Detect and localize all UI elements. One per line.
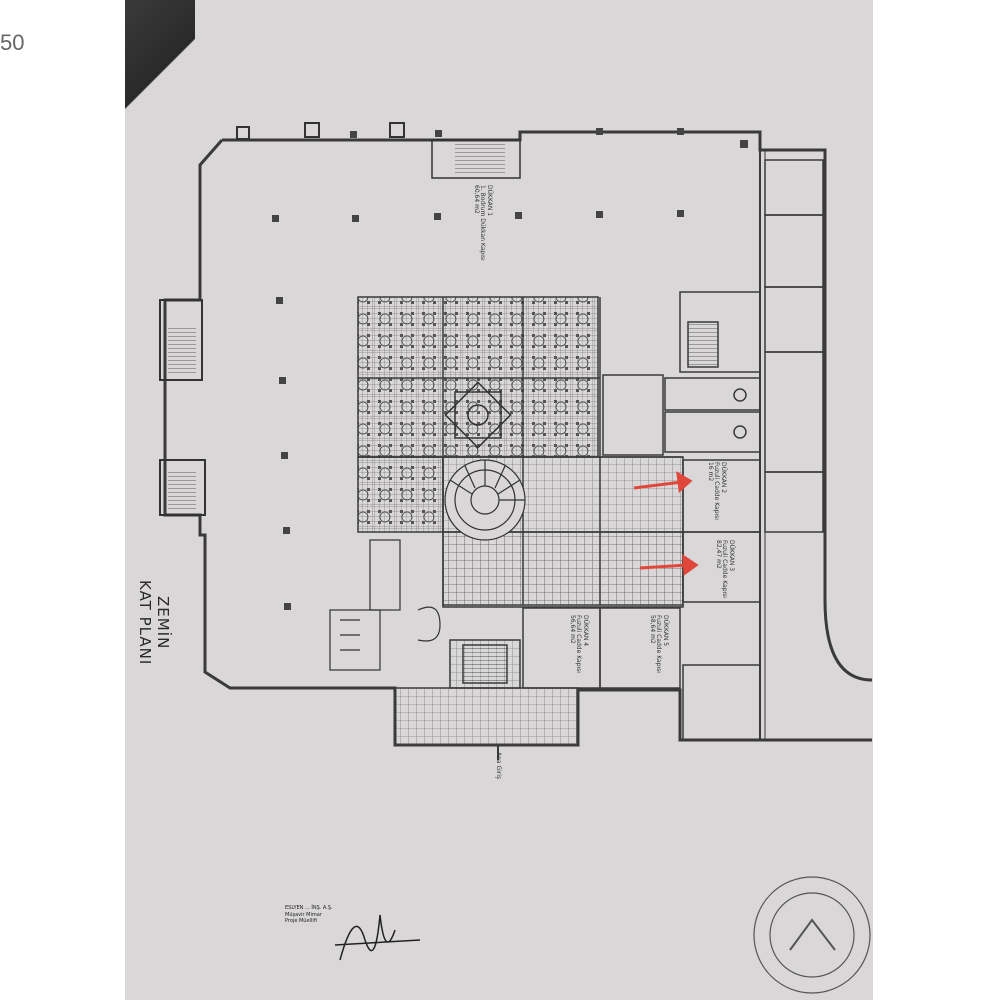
signature [334, 914, 421, 961]
top-staircase [431, 139, 521, 179]
star-motif [444, 381, 512, 449]
room-label-4: DÜKKAN 4 Fuzuli Cadde Kapısı 56,64 m2 [568, 615, 589, 673]
central-atrium [357, 296, 684, 608]
room-label-2: DÜKKAN 2 Fuzuli Cadde Kapısı 16 m2 [706, 462, 727, 520]
paper-fold-shadow [125, 0, 195, 110]
plan-title-line1: ZEMİN [154, 595, 172, 650]
plan-title-line2: KAT PLANI [136, 580, 154, 666]
official-seal [753, 876, 871, 994]
signature-stamp: ESLYEN ... İNŞ. A.Ş. Müşavir Mimar Proje… [285, 905, 333, 924]
left-wc-rooms [329, 539, 441, 671]
main-entrance [394, 639, 579, 760]
top-stair-steps [455, 143, 505, 173]
right-service-rooms [522, 159, 824, 741]
plan-title: ZEMİN KAT PLANI [136, 580, 172, 665]
left-stair-tower-lower [159, 459, 206, 516]
left-stair-tower-upper [159, 299, 203, 381]
corner-number: 50 [0, 30, 25, 55]
red-arrows [633, 471, 699, 576]
room-label-3: DÜKKAN 3 Fuzuli Cadde Kapısı 82,47 m2 [714, 540, 735, 598]
room-label-5: DÜKKAN 5 Fuzuli Cadde Kapısı 58,64 m2 [648, 615, 669, 673]
entrance-label: Ana Giriş [495, 752, 502, 780]
structural-columns [236, 122, 748, 610]
spiral-staircase [444, 459, 526, 541]
room-label-1: DÜKKAN 1 1. Bodrum Dükkan Kapısı 60,64 m… [472, 185, 493, 261]
